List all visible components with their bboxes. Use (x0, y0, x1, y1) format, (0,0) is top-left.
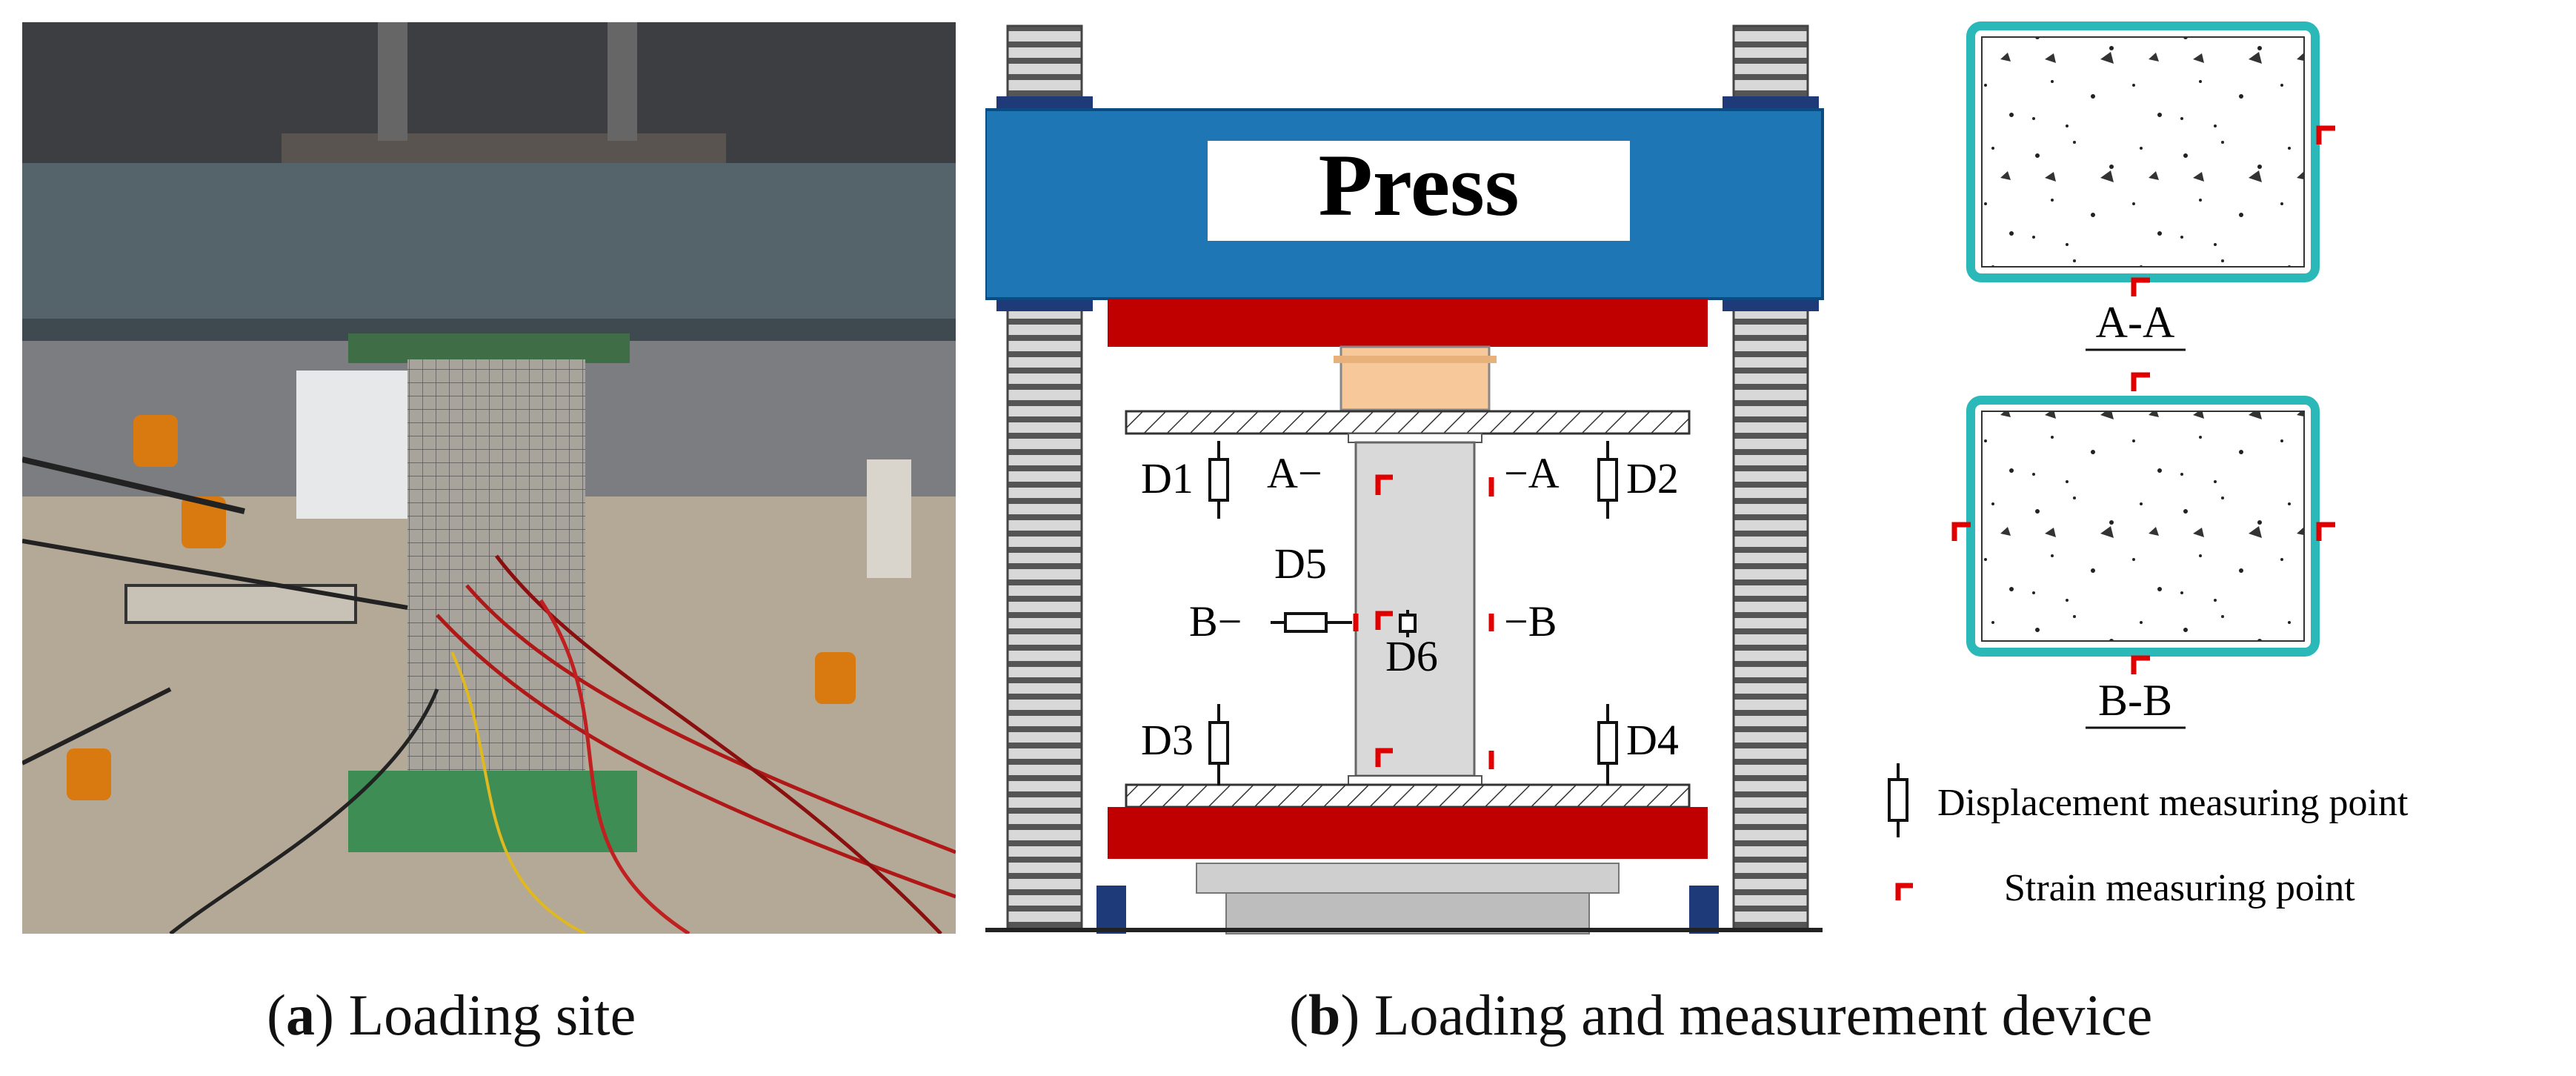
lvdt-d3 (1208, 704, 1229, 786)
lvdt-d1 (1208, 441, 1229, 519)
section-mark-b-left: B− (1189, 597, 1242, 645)
lvdt-d3-label: D3 (1141, 716, 1194, 764)
section-b-b-label: B-B (2098, 676, 2172, 725)
press-beam: Press (985, 108, 1824, 300)
lvdt-d4-label: D4 (1626, 716, 1679, 764)
lvdt-d6 (1399, 610, 1417, 637)
caption-b-text: Loading and measurement device (1359, 983, 2153, 1047)
lvdt-d4 (1597, 704, 1618, 786)
loading-site-photo (22, 22, 956, 934)
section-mark-a-left: A− (1267, 449, 1322, 497)
caption-a-text: Loading site (333, 983, 636, 1047)
lower-platen (1108, 807, 1708, 859)
legend-displacement-icon (1888, 763, 1908, 837)
specimen-strain-marks (1353, 474, 1494, 769)
section-a-a: A-A (1966, 21, 2335, 391)
loading-device-diagram: Press D1 D2 D3 D (985, 21, 2409, 934)
lvdt-d5-label: D5 (1274, 539, 1327, 588)
legend-strain-text: Strain measuring point (2004, 867, 2355, 909)
caption-a: (a) Loading site (267, 983, 636, 1047)
bottom-bearing-plate (1125, 783, 1691, 808)
lvdt-d6-label: D6 (1385, 632, 1438, 680)
lvdt-d5 (1271, 612, 1352, 633)
section-mark-a-right: −A (1504, 449, 1560, 497)
lvdt-d2-label: D2 (1626, 454, 1679, 502)
lvdt-d1-label: D1 (1141, 454, 1194, 502)
press-label: Press (1318, 136, 1519, 234)
legend: Displacement measuring point Strain meas… (1888, 763, 2409, 909)
section-mark-b-right: −B (1504, 597, 1557, 645)
upper-platen (1108, 299, 1708, 347)
caption-b-letter: b (1308, 983, 1341, 1047)
legend-displacement-text: Displacement measuring point (1937, 782, 2409, 824)
top-bearing-plate (1125, 410, 1691, 435)
legend-strain-icon (1895, 883, 1913, 900)
section-a-a-label: A-A (2096, 298, 2175, 347)
caption-b: (b) Loading and measurement device (1289, 983, 2153, 1047)
caption-a-letter: a (285, 983, 315, 1047)
lvdt-d2 (1597, 441, 1618, 519)
column-specimen (1354, 441, 1476, 777)
section-b-b: B-B (1951, 396, 2335, 729)
